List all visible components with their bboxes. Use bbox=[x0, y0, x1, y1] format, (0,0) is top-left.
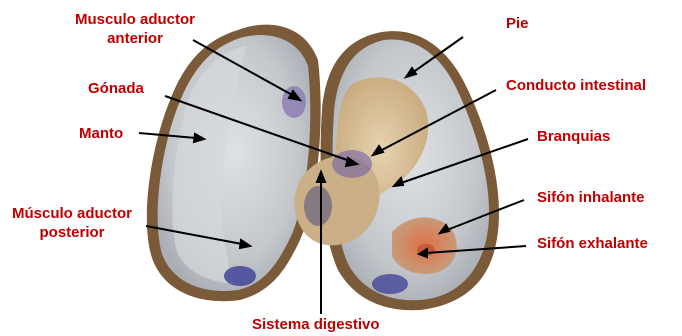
label-conducto-intestinal: Conducto intestinal bbox=[506, 76, 646, 95]
label-gonada: Gónada bbox=[88, 79, 144, 98]
label-sifon-inhalante: Sifón inhalante bbox=[537, 188, 645, 207]
label-manto: Manto bbox=[79, 124, 123, 143]
label-sifon-exhalante: Sifón exhalante bbox=[537, 234, 648, 253]
left-valve bbox=[147, 25, 321, 302]
label-sistema-digestivo: Sistema digestivo bbox=[252, 315, 380, 334]
label-musculo-aductor-posterior: Músculo aductor posterior bbox=[12, 204, 132, 242]
right-posterior-muscle bbox=[372, 274, 408, 294]
label-musculo-aductor-anterior: Musculo aductor anterior bbox=[75, 10, 195, 48]
label-branquias: Branquias bbox=[537, 127, 610, 146]
label-pie: Pie bbox=[506, 14, 529, 33]
digestive-dark-area bbox=[304, 186, 332, 226]
left-posterior-muscle bbox=[224, 266, 256, 286]
